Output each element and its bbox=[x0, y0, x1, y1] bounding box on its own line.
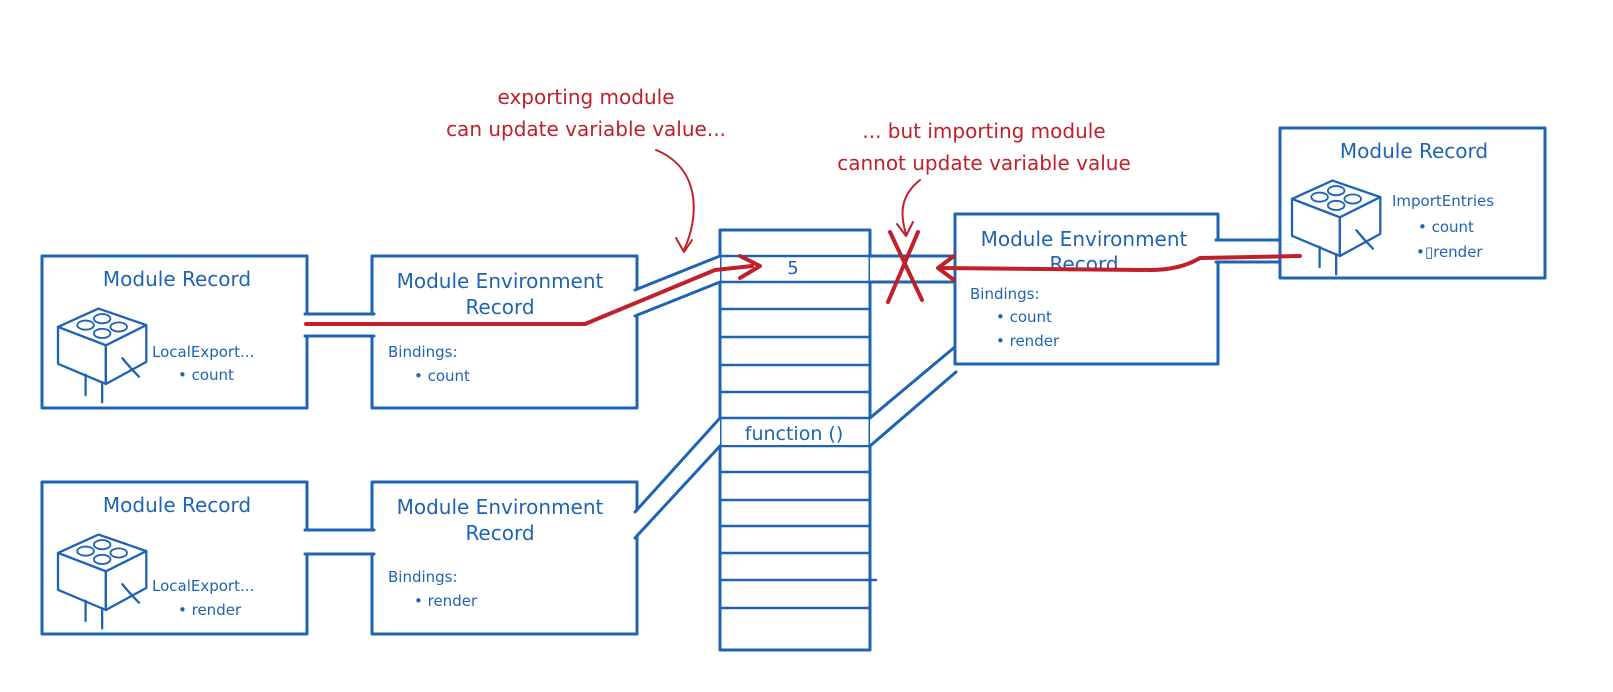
blocked-update-x-mark bbox=[886, 230, 924, 304]
importer-env-record: Module Environment Record Bindings: • co… bbox=[953, 212, 1220, 366]
import-entries-label: ImportEntries bbox=[1392, 192, 1494, 210]
import-entry-count: • count bbox=[1418, 218, 1474, 236]
module-record-title: Module Record bbox=[103, 267, 251, 291]
render-binding-tube bbox=[633, 416, 722, 540]
bindings-label: Bindings: bbox=[388, 568, 458, 586]
module-record-title: Module Record bbox=[103, 493, 251, 517]
export-update-red-line bbox=[304, 254, 762, 326]
binding-item: • count bbox=[414, 367, 470, 385]
binding-item-render: • render bbox=[996, 332, 1060, 350]
env-record-title-line-2: Record bbox=[1049, 252, 1118, 276]
exporting-annotation-arrow bbox=[655, 149, 695, 251]
exporting-annotation-line-1: exporting module bbox=[497, 85, 674, 109]
local-exports-label: LocalExport... bbox=[152, 577, 254, 595]
binding-item-count: • count bbox=[996, 308, 1052, 326]
local-exports-item: • render bbox=[178, 601, 242, 619]
env-record-title-line-1: Module Environment bbox=[397, 269, 604, 293]
importer-module-record: Module Record ImportEntries • count •▯re… bbox=[1278, 126, 1547, 280]
local-exports-item: • count bbox=[178, 366, 234, 384]
importing-annotation-arrowhead bbox=[896, 221, 914, 237]
importing-annotation-line-2: cannot update variable value bbox=[837, 151, 1131, 175]
memory-slot-dividers bbox=[718, 254, 878, 610]
import-entry-render: •▯render bbox=[1416, 243, 1483, 261]
importing-annotation-arrow bbox=[901, 179, 921, 235]
memory-function-label: function () bbox=[745, 423, 843, 445]
env-record-title-line-1: Module Environment bbox=[981, 227, 1188, 251]
memory-column: 5 function () bbox=[718, 228, 878, 652]
import-update-red-line bbox=[936, 254, 1302, 282]
module-record-title: Module Record bbox=[1340, 139, 1488, 163]
bindings-label: Bindings: bbox=[970, 285, 1040, 303]
memory-value-5: 5 bbox=[787, 258, 798, 279]
env-record-title-line-1: Module Environment bbox=[397, 495, 604, 519]
export-render-env-record: Module Environment Record Bindings: • re… bbox=[370, 480, 639, 636]
importing-annotation: ... but importing module cannot update v… bbox=[837, 119, 1131, 237]
local-exports-label: LocalExport... bbox=[152, 343, 254, 361]
export-count-module-record: Module Record LocalExport... • count bbox=[40, 254, 309, 410]
exporting-annotation: exporting module can update variable val… bbox=[446, 85, 726, 253]
importing-annotation-line-1: ... but importing module bbox=[862, 119, 1105, 143]
env-record-title-line-2: Record bbox=[465, 521, 534, 545]
export-count-env-record: Module Environment Record Bindings: • co… bbox=[370, 254, 639, 410]
env-record-title-line-2: Record bbox=[465, 295, 534, 319]
binding-item: • render bbox=[414, 592, 478, 610]
export-render-connector bbox=[303, 528, 376, 556]
export-render-module-record: Module Record LocalExport... • render bbox=[40, 480, 309, 636]
bindings-label: Bindings: bbox=[388, 343, 458, 361]
import-render-tube bbox=[868, 344, 958, 448]
exporting-annotation-line-2: can update variable value... bbox=[446, 117, 726, 141]
exporting-annotation-arrowhead bbox=[675, 237, 693, 253]
